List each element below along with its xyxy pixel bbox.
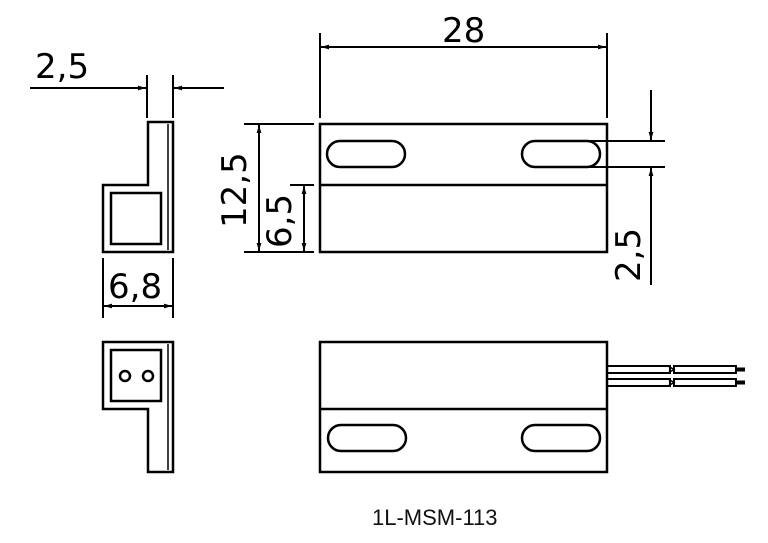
mounting-slot-right: [520, 423, 602, 453]
dimension-label-slot-width: 2,5: [609, 228, 649, 282]
dimension-label-lower-height: 6,5: [260, 194, 300, 248]
mounting-slot-right: [520, 139, 602, 169]
front-view-bottom: [318, 340, 609, 474]
mounting-slot-left: [326, 423, 408, 453]
model-label: 1L-MSM-113: [372, 505, 498, 530]
front-view-top: [318, 122, 609, 254]
side-view-bottom: [101, 340, 175, 474]
dimension-label-length: 28: [442, 11, 485, 51]
lead-wires: [606, 365, 745, 387]
dimension-lower-height: [290, 184, 314, 251]
dimension-label-side-thickness: 2,5: [35, 47, 89, 87]
dimension-length: [319, 33, 608, 118]
wire-hole-left: [118, 369, 132, 383]
wire-hole-right: [141, 369, 155, 383]
dimension-height: [244, 123, 314, 253]
mounting-slot-left: [325, 139, 407, 169]
side-view-top: [101, 120, 175, 254]
dimension-label-height: 12,5: [215, 152, 255, 228]
dimension-label-side-width: 6,8: [108, 267, 162, 307]
dimension-side-thickness: [30, 75, 224, 118]
dimension-slot-width: [545, 90, 665, 285]
dimension-side-width: [102, 258, 174, 318]
